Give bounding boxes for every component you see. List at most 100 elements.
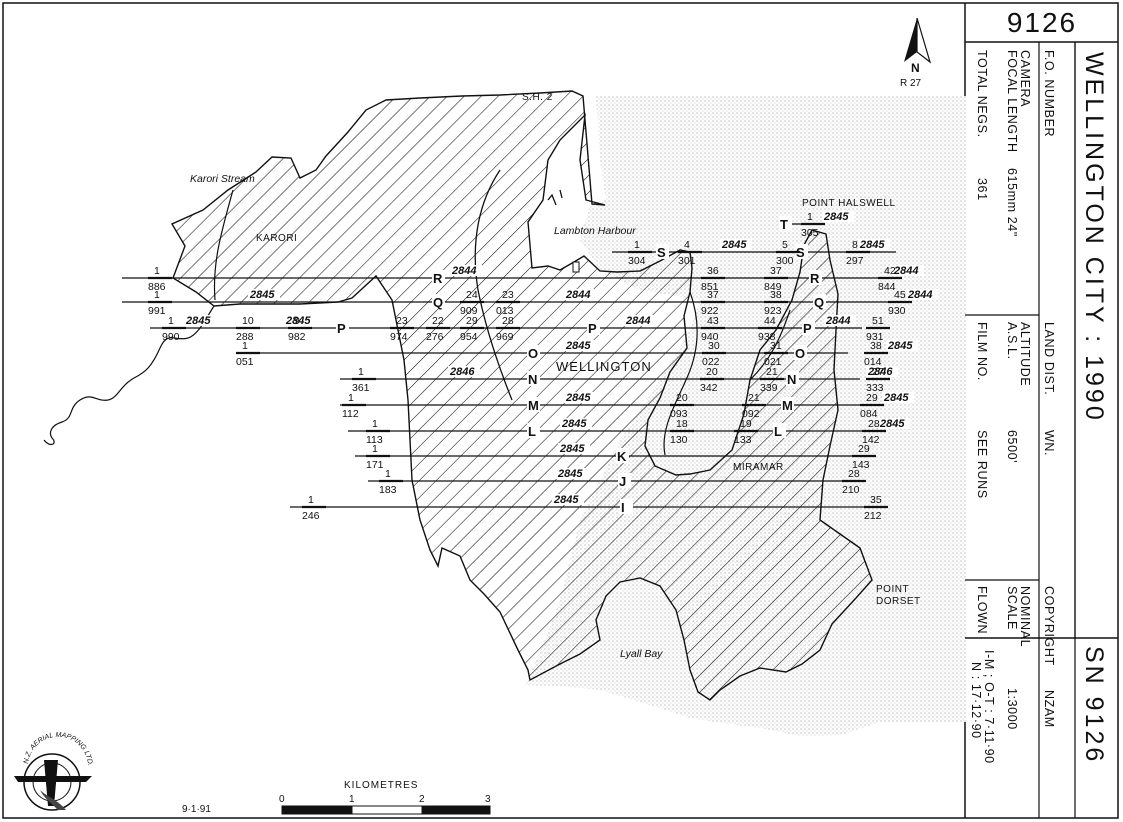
run-segment-start: 1 xyxy=(308,494,314,506)
run-segment-start: 23 xyxy=(396,315,408,327)
run-segment-end: 300 xyxy=(776,255,794,267)
run-film-t: 2845 xyxy=(823,211,849,223)
north-arrow-icon: N R 27 xyxy=(900,17,932,89)
run-segment-end: 013 xyxy=(496,305,514,317)
run-segment-start: 20 xyxy=(676,392,688,404)
run-film-r: 2844 xyxy=(893,265,918,277)
run-letter-p: P xyxy=(803,321,812,336)
north-letter: N xyxy=(911,61,920,75)
run-segment-start: 28 xyxy=(848,468,860,480)
run-segment-start: 29 xyxy=(466,315,478,327)
run-segment-end: 246 xyxy=(302,510,320,522)
run-segment-start: 1 xyxy=(372,418,378,430)
run-segment-start: 29 xyxy=(866,392,878,404)
run-letter-p: P xyxy=(588,321,597,336)
run-segment-start: 20 xyxy=(706,366,718,378)
run-segment-end: 938 xyxy=(758,331,776,343)
run-segment-start: 37 xyxy=(770,265,782,277)
run-film-q: 2844 xyxy=(907,289,932,301)
land-dist-value: WN. xyxy=(1042,430,1056,456)
run-segment-end: 931 xyxy=(866,331,884,343)
run-segment-end: 022 xyxy=(702,356,720,368)
run-segment-end: 305 xyxy=(801,227,819,239)
run-segment-start: 35 xyxy=(870,494,882,506)
karori-stream xyxy=(43,305,215,446)
copyright-label: COPYRIGHT xyxy=(1042,586,1056,666)
label-karori: KARORI xyxy=(256,233,297,244)
run-segment-end: 092 xyxy=(742,408,760,420)
run-letter-s: S xyxy=(796,245,805,260)
run-segment-start: 37 xyxy=(707,289,719,301)
run-segment-end: 923 xyxy=(764,305,782,317)
run-segment-start: 1 xyxy=(385,468,391,480)
run-film-m: 2845 xyxy=(883,392,909,404)
focal-length-label: FOCAL LENGTH xyxy=(1005,50,1019,153)
run-segment-start: 24 xyxy=(466,289,478,301)
altitude-label: ALTITUDE xyxy=(1018,322,1032,386)
run-segment-start: 45 xyxy=(894,289,906,301)
run-film-s: 2845 xyxy=(859,239,885,251)
run-segment-end: 982 xyxy=(288,331,306,343)
run-segment-end: 930 xyxy=(888,305,906,317)
run-segment-start: 43 xyxy=(707,315,719,327)
run-segment-start: 23 xyxy=(502,289,514,301)
north-code: R 27 xyxy=(900,78,922,89)
run-segment-start: 28 xyxy=(868,418,880,430)
run-segment-start: 9 xyxy=(294,315,300,327)
run-segment-start: 1 xyxy=(154,289,160,301)
run-segment-start: 1 xyxy=(168,315,174,327)
run-film-q: 2845 xyxy=(249,289,275,301)
run-letter-m: M xyxy=(528,398,539,413)
total-negs-label: TOTAL NEGS. xyxy=(975,50,989,138)
sheet-number: 9126 xyxy=(1007,7,1077,38)
run-segment-end: 288 xyxy=(236,331,254,343)
run-segment-end: 886 xyxy=(148,281,166,293)
scale-tick-1: 1 xyxy=(349,794,355,805)
run-film-o: 2845 xyxy=(565,340,591,352)
asl-label: A.S.L. xyxy=(1005,322,1019,360)
run-segment-end: 113 xyxy=(366,434,383,446)
altitude-value: 6500' xyxy=(1005,430,1019,463)
run-segment-start: 30 xyxy=(708,340,720,352)
run-segment-end: 342 xyxy=(700,382,718,394)
run-film-l: 2845 xyxy=(879,418,905,430)
run-letter-k: K xyxy=(617,449,627,464)
run-segment-start: 1 xyxy=(634,239,640,251)
run-segment-end: 909 xyxy=(460,305,478,317)
run-segment-start: 1 xyxy=(807,211,813,223)
run-segment-start: 21 xyxy=(766,366,778,378)
run-segment-start: 18 xyxy=(676,418,688,430)
run-segment-start: 5 xyxy=(782,239,788,251)
sheet-title: WELLINGTON CITY : 1990 xyxy=(1080,52,1108,423)
scale-bar-title: KILOMETRES xyxy=(344,780,418,791)
run-segment-end: 954 xyxy=(460,331,478,343)
run-film-q: 2844 xyxy=(565,289,590,301)
run-segment-start: 19 xyxy=(740,418,752,430)
run-film-k: 2845 xyxy=(559,443,585,455)
run-segment-start: 1 xyxy=(348,392,354,404)
run-segment-end: 130 xyxy=(670,434,688,446)
run-segment-end: 212 xyxy=(864,510,882,522)
run-segment-start: 42 xyxy=(884,265,896,277)
run-segment-start: 36 xyxy=(707,265,719,277)
scale-tick-2: 2 xyxy=(419,794,425,805)
focal-length-value: 615mm 24" xyxy=(1005,168,1019,237)
run-letter-n: N xyxy=(787,372,796,387)
run-segment-end: 361 xyxy=(352,382,370,394)
run-segment-end: 297 xyxy=(846,255,864,267)
label-lyall-bay: Lyall Bay xyxy=(620,648,663,660)
run-segment-end: 183 xyxy=(379,484,397,496)
run-segment-start: 21 xyxy=(748,392,760,404)
scale-bar: KILOMETRES 0 1 2 3 xyxy=(279,780,491,815)
run-film-j: 2845 xyxy=(557,468,583,480)
sheet-date: 9·1·91 xyxy=(182,804,211,815)
run-segment-end: 333 xyxy=(866,382,884,394)
run-letter-o: O xyxy=(795,346,805,361)
run-letter-p: P xyxy=(337,321,346,336)
label-miramar: MIRAMAR xyxy=(733,462,784,473)
run-segment-start: 8 xyxy=(852,239,858,251)
scale-tick-3: 3 xyxy=(485,794,491,805)
